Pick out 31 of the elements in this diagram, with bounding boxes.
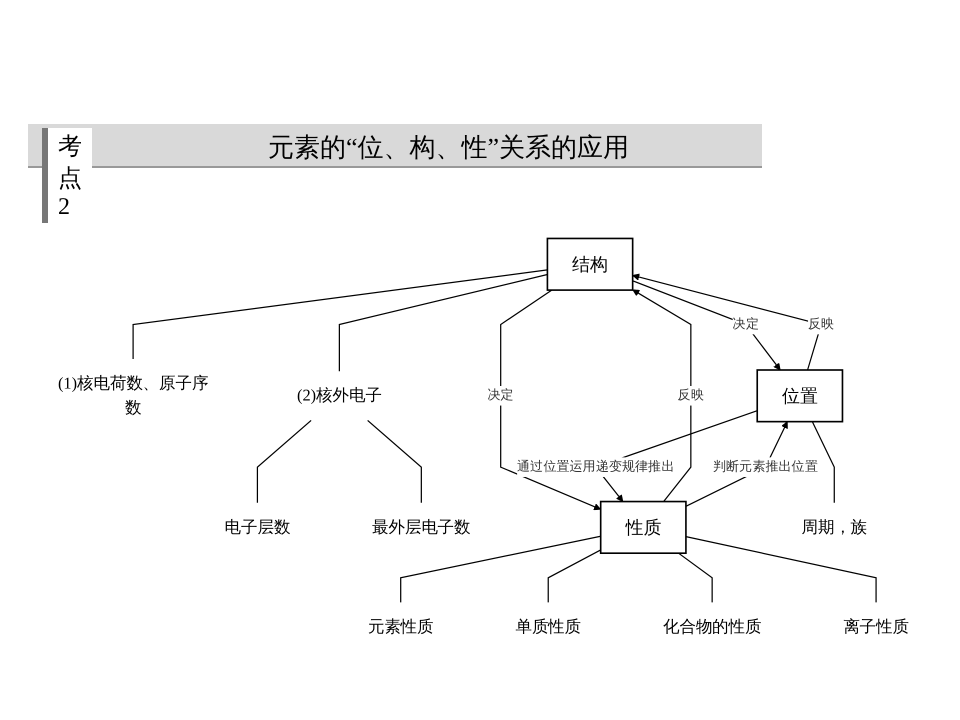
- node-box: 位置: [756, 369, 844, 422]
- edge-label: 判断元素推出位置: [712, 460, 818, 474]
- node-text: 最外层电子数: [372, 518, 471, 536]
- connector: [548, 549, 601, 602]
- node-text: 单质性质: [515, 618, 582, 636]
- connector: [812, 421, 835, 503]
- edge-label: 反映: [678, 388, 704, 402]
- node-text: 周期，族: [801, 518, 868, 536]
- connector: [400, 536, 601, 602]
- edge-label: 决定: [488, 388, 514, 402]
- node-text: 离子性质: [843, 618, 909, 636]
- node-text: (2)核外电子: [297, 386, 382, 405]
- heading-title: 元素的“位、构、性”关系的应用: [268, 132, 630, 164]
- edge-label: 反映: [808, 317, 834, 332]
- node-text: (1)核电荷数、原子序数: [58, 374, 208, 418]
- arrow: [632, 280, 781, 370]
- topic-tag: 考点2: [42, 128, 92, 223]
- edge-label: 通过位置运用递变规律推出: [517, 460, 674, 474]
- connector: [686, 536, 877, 602]
- connector: [132, 269, 548, 359]
- node-text: 元素性质: [368, 618, 434, 636]
- node-text: 电子层数: [224, 518, 290, 536]
- connector: [256, 420, 312, 503]
- connector: [678, 552, 713, 602]
- connector: [338, 274, 548, 372]
- edge-label: 决定: [732, 317, 759, 332]
- arrow: [500, 290, 601, 510]
- node-text: 化合物的性质: [662, 618, 762, 636]
- node-box: 结构: [546, 238, 634, 291]
- connector: [367, 420, 422, 503]
- arrow: [632, 289, 692, 502]
